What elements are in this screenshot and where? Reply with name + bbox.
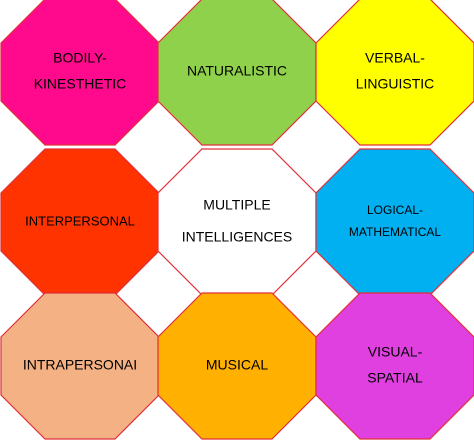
octagon-visual-spatial: VISUAL- SPATIAL [315, 292, 474, 440]
octagon-verbal-linguistic: VERBAL- LINGUISTIC [315, 0, 474, 146]
octagon-shape [315, 0, 474, 146]
octagon-label-line: MUSICAL [206, 357, 268, 373]
octagon-label-line: MATHEMATICAL [349, 225, 442, 239]
octagon-label-line: MULTIPLE [203, 197, 270, 213]
octagon-label-line: KINESTHETIC [34, 76, 127, 92]
octagon-shape [315, 148, 474, 296]
octagon-bodily-kinesthetic: BODILY- KINESTHETIC [0, 0, 160, 146]
octagon-shape [157, 292, 317, 440]
octagon-label-line: LOGICAL- [367, 203, 423, 217]
octagon-label-line: BODILY- [53, 50, 107, 66]
octagon-label-line: SPATIAL [367, 370, 423, 386]
octagon-label-line: INTRAPERSONAI [23, 357, 137, 373]
octagon-label-line: INTERPERSONAL [25, 213, 135, 228]
octagon-label-line: LINGUISTIC [356, 76, 435, 92]
octagon-naturalistic: NATURALISTIC [157, 0, 317, 146]
octagon-multiple-intelligences: MULTIPLE INTELLIGENCES [157, 148, 317, 296]
octagon-shape [157, 0, 317, 146]
octagon-shape [0, 0, 160, 146]
octagon-musical: MUSICAL [157, 292, 317, 440]
octagon-label-line: VISUAL- [368, 344, 423, 360]
octagon-intrapersonal: INTRAPERSONAI [0, 292, 160, 440]
octagon-label-line: INTELLIGENCES [182, 229, 292, 245]
octagon-label-line: NATURALISTIC [187, 63, 287, 79]
octagon-shape [315, 292, 474, 440]
octagon-shape [0, 292, 160, 440]
octagon-interpersonal: INTERPERSONAL [0, 148, 160, 296]
octagon-label-line: VERBAL- [365, 50, 425, 66]
octagon-logical-mathematical: LOGICAL- MATHEMATICAL [315, 148, 474, 296]
octagon-shape [157, 148, 317, 296]
